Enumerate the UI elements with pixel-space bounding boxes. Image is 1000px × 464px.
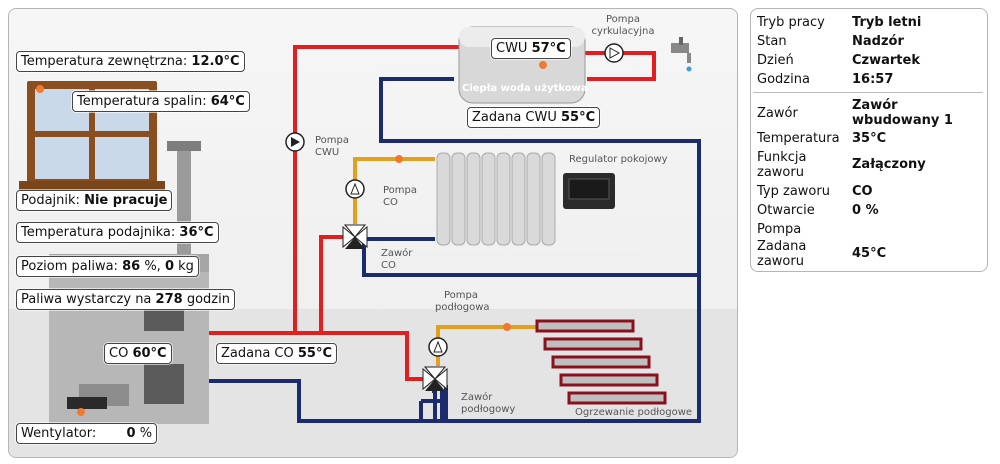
feeder-temp-label: Temperatura podajnika: 36°C [16, 222, 219, 243]
fuel-level-label: Poziom paliwa: 86 %, 0 kg [16, 256, 199, 277]
room-regulator-graphic [563, 173, 615, 209]
floor-heating-caption: Ogrzewanie podłogowe [575, 407, 693, 418]
fan-label: Wentylator: 0 % [16, 423, 158, 444]
room-regulator-caption: Regulator pokojowy [569, 154, 668, 165]
supply-pipes [209, 45, 656, 381]
co-set-label: Zadana CO 55°C [216, 343, 338, 364]
fuel-enough-label: Paliwa wystarczy na 278 godzin [16, 289, 235, 310]
cwu-temp-label: CWU 57°C [491, 38, 571, 59]
panel-divider [753, 92, 983, 93]
panel-row-pump: Pompa [757, 222, 802, 237]
pump-circulation-icon [604, 43, 624, 63]
pump-co-icon [345, 179, 365, 199]
valve-co-icon [342, 224, 368, 249]
boiler-graphic [49, 254, 209, 424]
dhw-tank-label: Ciepła woda użytkowa [462, 83, 588, 94]
feeder-status-label: Podajnik: Nie pracuje [16, 190, 173, 211]
cwu-set-label: Zadana CWU 55°C [467, 107, 601, 128]
valve-floor-icon [422, 366, 448, 391]
co-temp-label: CO 60°C [104, 343, 172, 364]
radiator-graphic [436, 152, 556, 246]
heating-scheme: Temperatura zewnętrzna: 12.0°C Temperatu… [8, 8, 738, 458]
pump-floor-icon [428, 337, 448, 357]
pump-cwu-icon [285, 132, 305, 152]
outdoor-temp-label: Temperatura zewnętrzna: 12.0°C [16, 51, 245, 72]
tap-graphic [671, 37, 692, 72]
floor-heating-graphic [535, 319, 667, 405]
flue-temp-label: Temperatura spalin: 64°C [72, 91, 250, 112]
